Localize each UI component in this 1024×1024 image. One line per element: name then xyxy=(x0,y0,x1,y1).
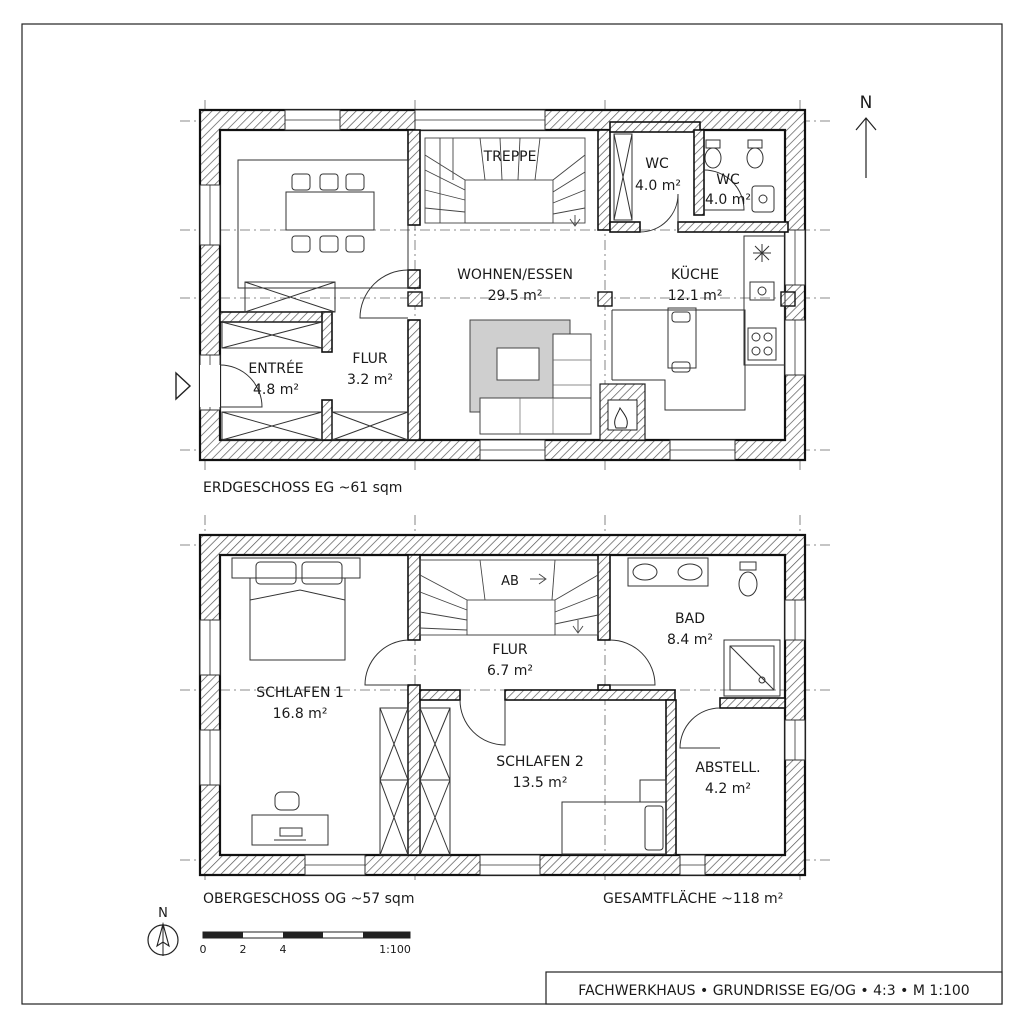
og-schlafen1-area: 16.8 m² xyxy=(273,706,328,722)
north-arrow-icon xyxy=(855,117,877,178)
eg-flur-area: 3.2 m² xyxy=(347,372,393,388)
fireplace-icon xyxy=(599,383,646,441)
eg-caption: ERDGESCHOSS EG ~61 sqm xyxy=(203,480,402,496)
eg-entry-door-swing xyxy=(219,364,263,408)
og-bed-single xyxy=(561,779,667,855)
title-block-text: FACHWERKHAUS • GRUNDRISSE EG/OG • 4:3 • … xyxy=(578,983,969,999)
og-caption: OBERGESCHOSS OG ~57 sqm xyxy=(203,891,414,907)
eg-columns xyxy=(407,291,796,307)
title-block: FACHWERKHAUS • GRUNDRISSE EG/OG • 4:3 • … xyxy=(545,971,1003,1005)
eg-living-sofa xyxy=(469,319,592,435)
sheet-border xyxy=(21,23,1003,1005)
north-arrow-top: N xyxy=(855,93,877,178)
eg-wohnen-name: WOHNEN/ESSEN xyxy=(457,267,573,283)
og-schlafen1-name: SCHLAFEN 1 xyxy=(256,685,344,701)
og-bed-double xyxy=(231,557,361,661)
og-door-swings xyxy=(364,639,721,749)
og-window-lines xyxy=(209,600,796,866)
scale-tick-4: 4 xyxy=(280,943,287,956)
north-arrow-top-label: N xyxy=(860,93,873,113)
eg-wc-fixtures xyxy=(613,133,775,233)
eg-wardrobes xyxy=(221,321,409,441)
eg-kueche-name: KÜCHE xyxy=(671,265,719,283)
og-bad-name: BAD xyxy=(675,611,705,627)
eg-wc2-area: 4.0 m² xyxy=(705,192,751,208)
og-schlafen2-name: SCHLAFEN 2 xyxy=(496,754,584,770)
eg-treppe-label: TREPPE xyxy=(483,149,537,165)
eg-plan: TREPPE WC 4.0 m² WC 4.0 m² WOHNEN/ESSEN … xyxy=(175,100,830,496)
scale-tick-0: 0 xyxy=(200,943,207,956)
scale-tick-2: 2 xyxy=(240,943,247,956)
og-bad-area: 8.4 m² xyxy=(667,632,713,648)
eg-wc1-name: WC xyxy=(645,156,669,172)
eg-kitchen xyxy=(611,235,786,411)
og-bath-fixtures xyxy=(627,557,781,697)
eg-kueche-area: 12.1 m² xyxy=(668,288,723,304)
eg-entree-name: ENTRÉE xyxy=(248,360,303,377)
eg-wc1-area: 4.0 m² xyxy=(635,178,681,194)
eg-stair xyxy=(424,137,586,227)
og-abstell-area: 4.2 m² xyxy=(705,781,751,797)
scale-bar: 0 2 4 1:100 xyxy=(200,931,411,956)
og-interior-walls xyxy=(407,554,786,856)
scale-ratio: 1:100 xyxy=(379,943,411,956)
og-stair-label: AB xyxy=(501,574,519,589)
total-area-label: GESAMTFLÄCHE ~118 m² xyxy=(603,889,783,907)
eg-wohnen-area: 29.5 m² xyxy=(488,288,543,304)
og-abstell-name: ABSTELL. xyxy=(695,760,760,776)
compass-label: N xyxy=(158,906,168,921)
eg-entry-opening xyxy=(200,365,220,407)
og-plan: AB xyxy=(180,515,830,907)
eg-flur-door-swing xyxy=(359,269,409,319)
eg-outer-wall xyxy=(198,108,807,462)
eg-wc2-name: WC xyxy=(716,172,740,188)
og-wardrobes xyxy=(379,707,451,856)
eg-interior-walls xyxy=(219,121,789,441)
og-flur-name: FLUR xyxy=(492,642,527,658)
eg-entree-area: 4.8 m² xyxy=(253,382,299,398)
eg-flur-name: FLUR xyxy=(352,351,387,367)
og-schlafen2-area: 13.5 m² xyxy=(513,775,568,791)
compass-icon xyxy=(147,921,179,956)
entrance-arrow-icon xyxy=(175,371,192,401)
og-desk xyxy=(251,791,329,846)
og-flur-area: 6.7 m² xyxy=(487,663,533,679)
eg-dining-set xyxy=(237,159,409,313)
og-stair xyxy=(419,559,599,636)
north-compass-bottom: N xyxy=(147,906,179,956)
